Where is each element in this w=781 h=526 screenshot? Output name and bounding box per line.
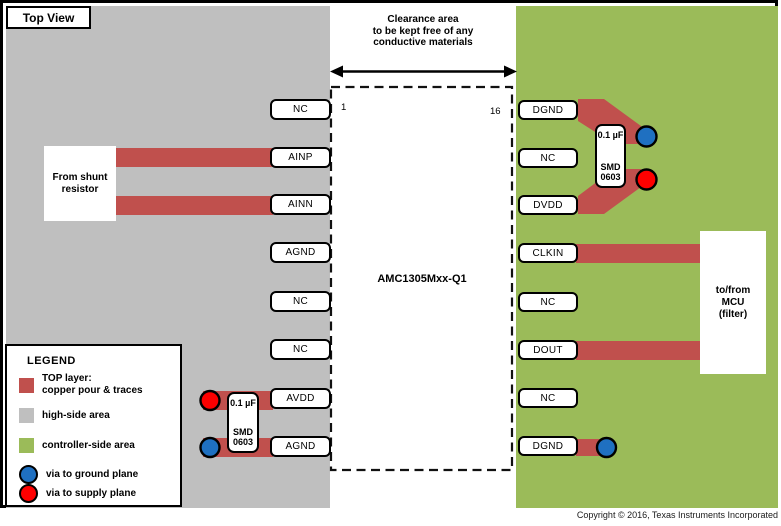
legend-label-copper-line1: TOP layer: [42, 373, 92, 384]
pin-number-16: 16 [490, 106, 501, 117]
shunt-note-line1: From shunt [52, 171, 108, 183]
pin-number-1: 1 [341, 102, 347, 113]
legend-label-via-supply: via to supply plane [46, 487, 137, 499]
mcu-note: to/from MCU (filter) [700, 231, 766, 374]
left-pin-7: AVDD [270, 388, 331, 409]
copyright-text: Copyright © 2016, Texas Instruments Inco… [576, 510, 778, 520]
capacitor-right: 0.1 µF SMD 0603 [595, 124, 626, 188]
capacitor-value: 0.1 µF [597, 130, 624, 140]
clearance-note-line2: to be kept free of any [372, 25, 474, 37]
shunt-resistor-note: From shunt resistor [44, 146, 116, 221]
right-pin-12: NC [518, 292, 578, 312]
right-pin-13: CLKIN [518, 243, 578, 263]
legend-title: LEGEND [27, 355, 76, 367]
right-pin-9: DGND [518, 436, 578, 456]
clearance-note: Clearance area to be kept free of any co… [330, 14, 516, 49]
chip-name: AMC1305Mxx-Q1 [377, 273, 467, 285]
high-side-swatch-icon [19, 408, 34, 423]
legend-item-via-ground: via to ground plane [19, 465, 138, 484]
clearance-region [330, 6, 516, 508]
capacitor-package: SMD [600, 162, 621, 172]
legend-item-via-supply: via to supply plane [19, 484, 136, 503]
controller-side-swatch-icon [19, 438, 34, 453]
capacitor-value: 0.1 µF [230, 398, 256, 408]
mcu-note-line3: (filter) [718, 308, 748, 320]
left-pin-2: AINP [270, 147, 331, 168]
left-pin-5: NC [270, 291, 331, 312]
legend: LEGEND TOP layer: copper pour & traces h… [5, 344, 182, 507]
figure-frame: Top View Clearance area to be kept free … [0, 0, 778, 508]
mcu-note-line1: to/from [715, 284, 751, 296]
left-pin-4: AGND [270, 242, 331, 263]
legend-label-high-side: high-side area [42, 409, 110, 421]
capacitor-package-size: 0603 [232, 437, 254, 447]
supply-via-icon [19, 484, 38, 503]
legend-item-controller-side: controller-side area [19, 438, 135, 453]
left-pin-3: AINN [270, 194, 331, 215]
legend-item-copper: TOP layer: copper pour & traces [19, 373, 143, 397]
capacitor-package: SMD [233, 427, 253, 437]
right-pin-16: DGND [518, 100, 578, 120]
ground-via-icon [19, 465, 38, 484]
capacitor-package-size: 0603 [600, 172, 621, 182]
clearance-note-line3: conductive materials [373, 37, 473, 48]
shunt-note-line2: resistor [61, 183, 99, 195]
right-pin-11: DOUT [518, 340, 578, 360]
left-pin-8: AGND [270, 436, 331, 457]
mcu-note-line2: MCU [721, 296, 745, 308]
top-view-label: Top View [6, 6, 91, 29]
copper-swatch-icon [19, 377, 34, 393]
right-pin-14: DVDD [518, 195, 578, 215]
legend-label-controller-side: controller-side area [42, 439, 135, 451]
legend-label-via-ground: via to ground plane [46, 468, 139, 480]
right-pin-10: NC [518, 388, 578, 408]
capacitor-left: 0.1 µF SMD 0603 [227, 392, 259, 453]
legend-item-high-side: high-side area [19, 408, 110, 423]
left-pin-1: NC [270, 99, 331, 120]
clearance-note-line1: Clearance area [387, 14, 459, 25]
legend-label-copper: TOP layer: copper pour & traces [42, 373, 143, 397]
legend-label-copper-line2: copper pour & traces [42, 385, 143, 396]
left-pin-6: NC [270, 339, 331, 360]
right-pin-15: NC [518, 148, 578, 168]
